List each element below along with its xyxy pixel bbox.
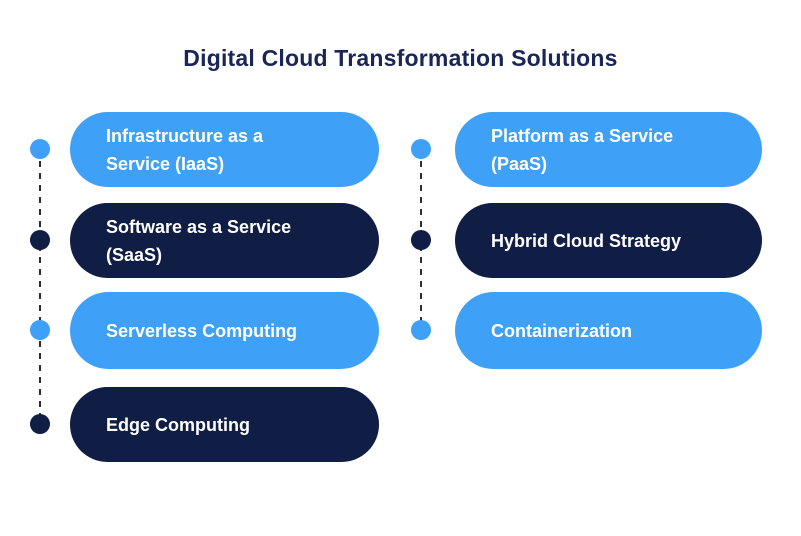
node-label-line: (SaaS) bbox=[106, 244, 163, 265]
node-label-line: Edge Computing bbox=[106, 414, 250, 435]
node-label-line: Platform as a Service bbox=[491, 125, 674, 146]
connector-dot-containerization bbox=[411, 320, 431, 340]
node-iaas: Infrastructure as a Service (IaaS) bbox=[70, 112, 379, 187]
node-hybrid-cloud: Hybrid Cloud Strategy bbox=[455, 203, 762, 278]
connector-dot-edge bbox=[30, 414, 50, 434]
connector-dot-serverless bbox=[30, 320, 50, 340]
node-label-line: Serverless Computing bbox=[106, 320, 298, 341]
connector-dot-hybrid-cloud bbox=[411, 230, 431, 250]
node-saas: Software as a Service (SaaS) bbox=[70, 203, 379, 278]
node-label-line: Service (IaaS) bbox=[106, 153, 225, 174]
node-paas: Platform as a Service (PaaS) bbox=[455, 112, 762, 187]
connector-dot-iaas bbox=[30, 139, 50, 159]
connector-dot-paas bbox=[411, 139, 431, 159]
node-label-line: Software as a Service bbox=[106, 216, 292, 237]
node-label-line: Hybrid Cloud Strategy bbox=[491, 230, 682, 251]
connector-dashed-line-left bbox=[39, 149, 41, 426]
connector-dot-saas bbox=[30, 230, 50, 250]
node-containerization: Containerization bbox=[455, 292, 762, 369]
node-edge: Edge Computing bbox=[70, 387, 379, 462]
node-serverless: Serverless Computing bbox=[70, 292, 379, 369]
node-label-line: (PaaS) bbox=[491, 153, 548, 174]
node-label-line: Containerization bbox=[491, 320, 633, 341]
diagram-title: Digital Cloud Transformation Solutions bbox=[183, 45, 618, 71]
node-label-line: Infrastructure as a bbox=[106, 125, 264, 146]
